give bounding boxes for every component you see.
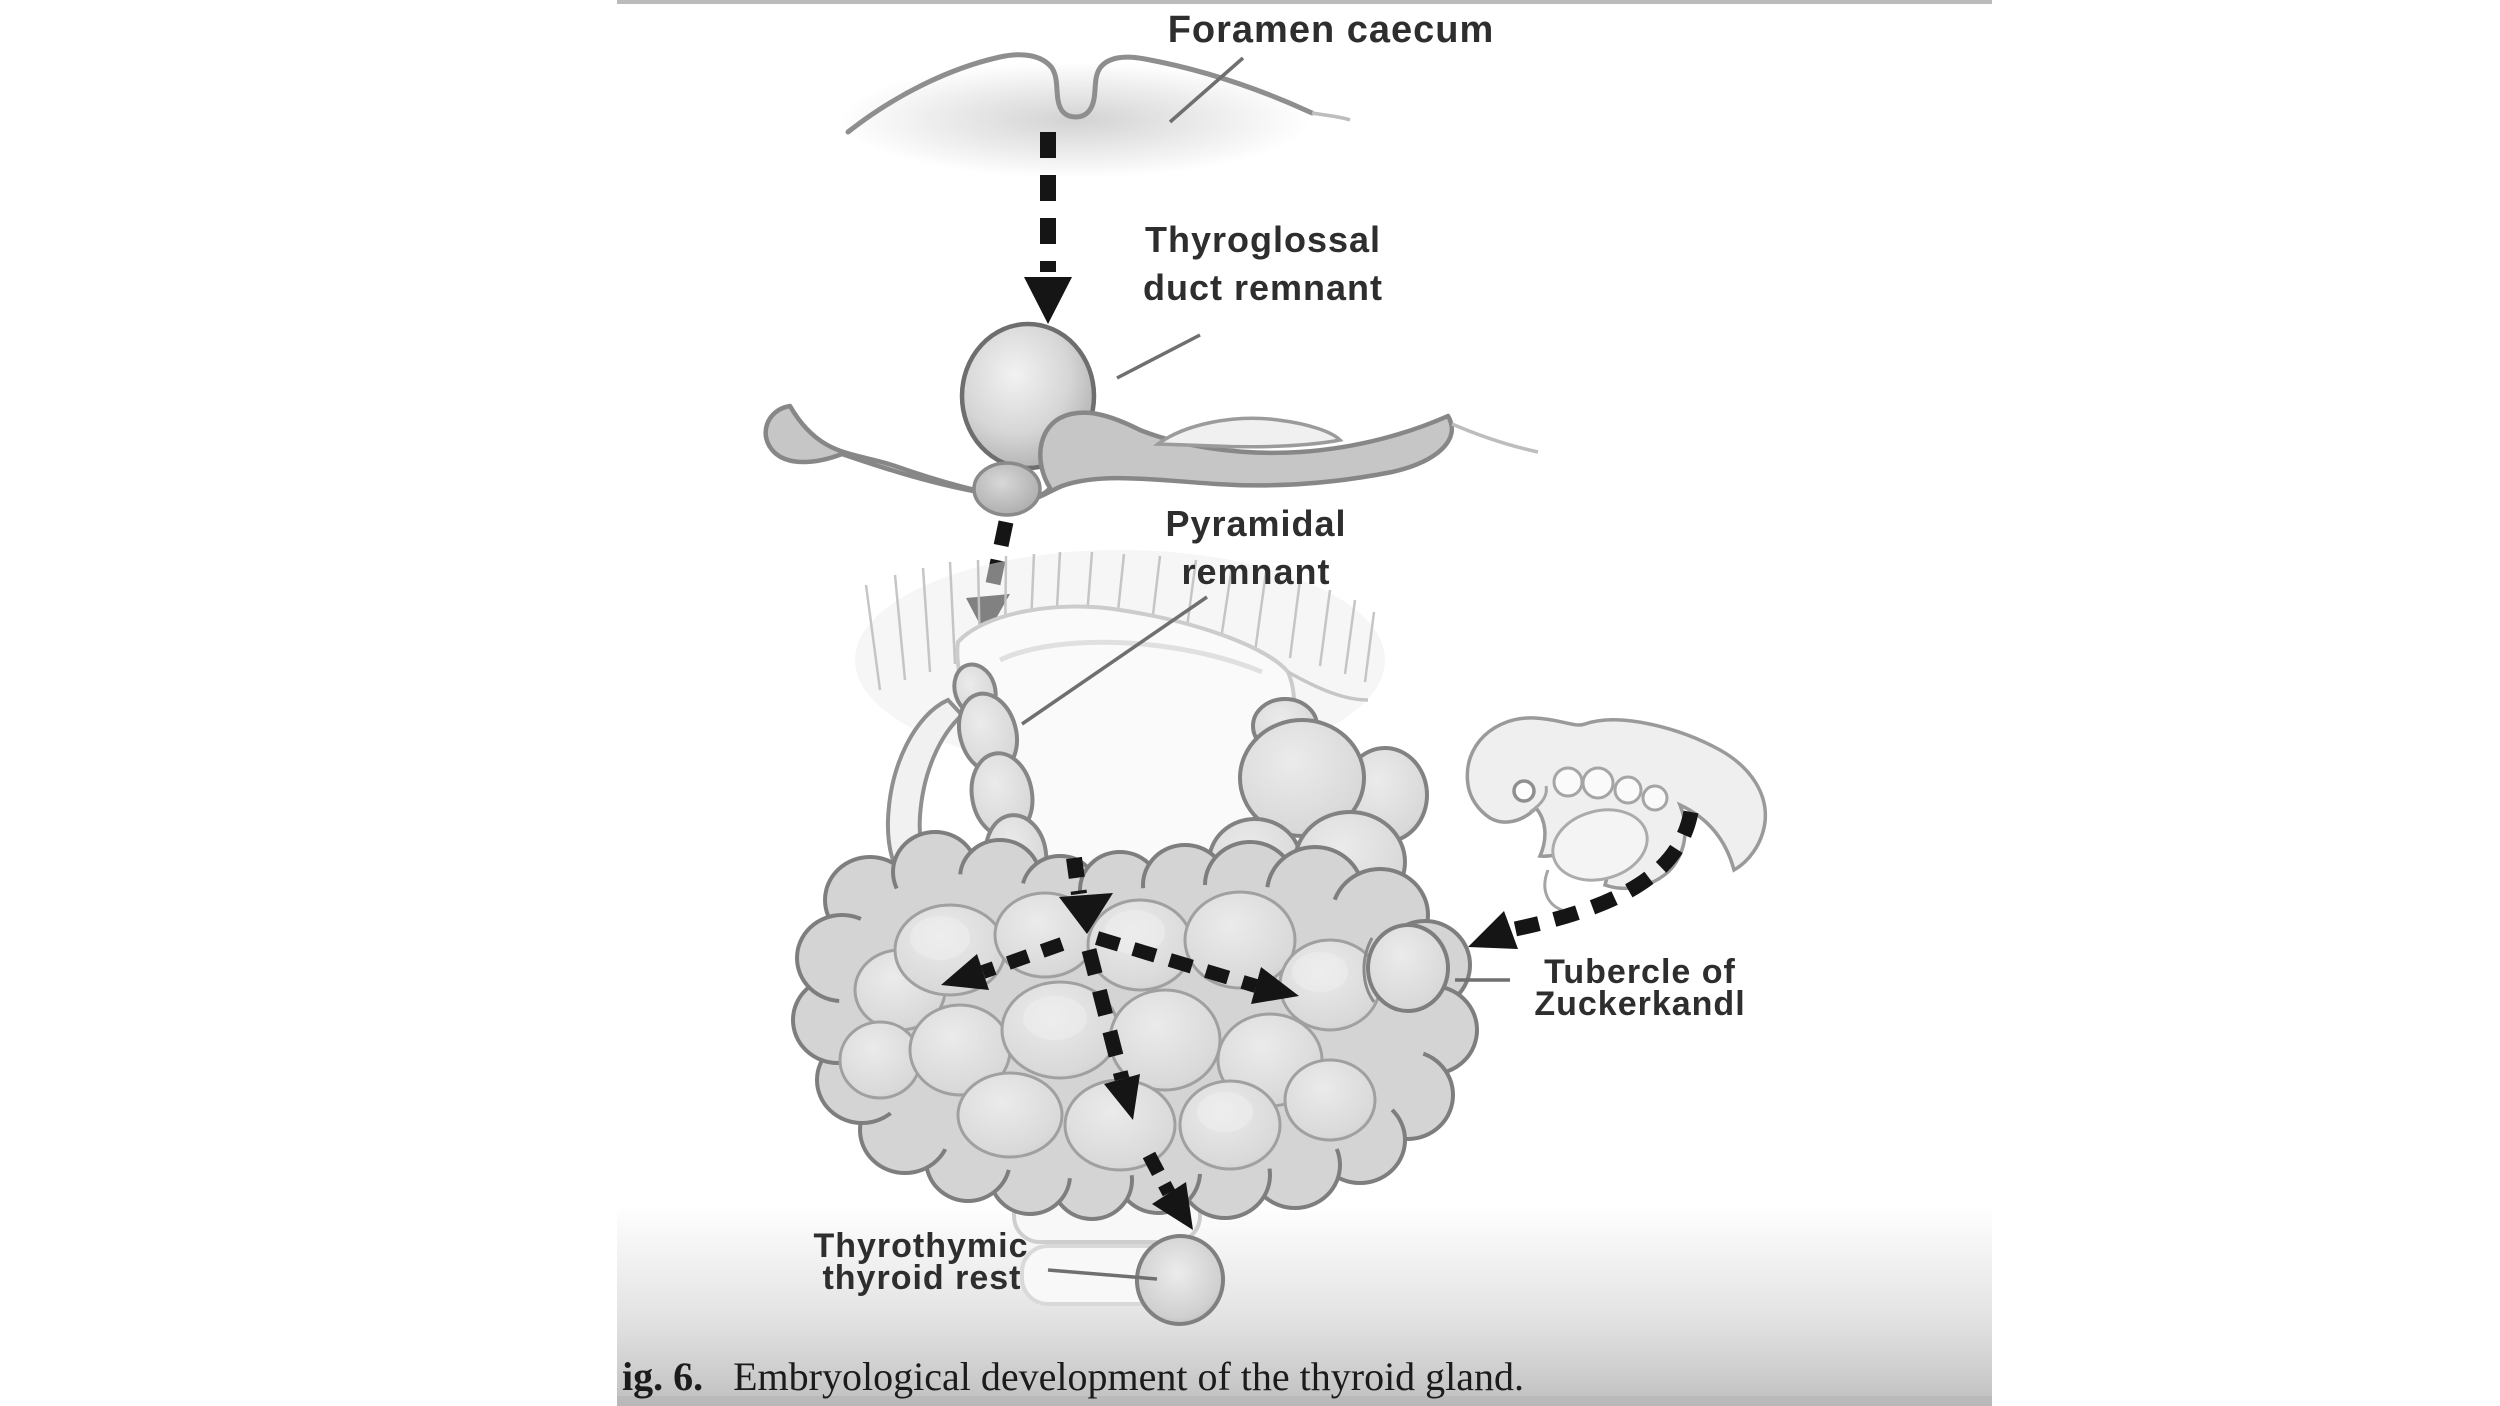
descent-arrow-1-head (1024, 277, 1072, 324)
larynx-side-line (1287, 670, 1369, 702)
thyroglossal-leader-line (1116, 333, 1201, 380)
tongue-shading (840, 62, 1310, 178)
gland-entry-arrow (1059, 856, 1113, 934)
svg-text:Thyrothymic: Thyrothymic (813, 1227, 1028, 1265)
hyoid-echo-line (1451, 422, 1539, 454)
larynx-inner-arc (998, 639, 1263, 675)
descent-down-arrow (1081, 948, 1140, 1120)
descent-arrow-1 (1024, 132, 1072, 324)
pyramidal-leader-line (1021, 595, 1208, 726)
thyrothymic-thyroid-rest-label: Thyrothymic thyroid rest (813, 1227, 1028, 1297)
figure-caption-text: Embryological development of the thyroid… (733, 1354, 1524, 1399)
spread-left-arrow (941, 937, 1065, 990)
thyrothymic-rest-oval (1134, 1234, 1226, 1326)
caption-band (617, 1205, 1992, 1406)
thyroid-body-highlights (910, 910, 1348, 1132)
svg-text:Tubercle of: Tubercle of (1544, 953, 1736, 991)
embryo-face-curl (1529, 785, 1548, 814)
thyrothymic-descent-arrow (1142, 1151, 1193, 1230)
descent-arrow-2-dashes (982, 520, 1014, 600)
tubercle-of-zuckerkandl-label: Tubercle of Zuckerkandl (1534, 953, 1745, 1023)
thyroglossal-duct-remnant-label: Thyroglossal duct remnant (1143, 219, 1383, 308)
caption-band-edge (617, 1396, 1992, 1406)
embryo-illustration (1465, 716, 1768, 912)
spread-right-arrow (1094, 931, 1299, 1004)
tubercle-neck-crease (1362, 937, 1376, 1003)
thyrothymic-leader-line (1047, 1268, 1158, 1281)
figure-caption: ig. 6. Embryological development of the t… (622, 1354, 1524, 1399)
svg-text:duct remnant: duct remnant (1143, 267, 1383, 308)
thyroid-gland-illustration (791, 662, 1479, 1221)
embryo-belly (1551, 808, 1649, 882)
pyramidal-remnant-label: Pyramidal remnant (1165, 503, 1346, 592)
embryo-eye (1512, 779, 1536, 803)
larynx-cartilage-illustration (955, 604, 1369, 895)
svg-text:remnant: remnant (1181, 551, 1330, 592)
svg-text:Zuckerkandl: Zuckerkandl (1534, 985, 1745, 1023)
embryo-pharyngeal-arches (1552, 766, 1669, 812)
foramen-caecum-label: Foramen caecum (1168, 9, 1495, 51)
embryo-body (1465, 716, 1768, 891)
embryo-tail-curl (1543, 869, 1563, 912)
tongue-outline-echo (1311, 111, 1351, 122)
svg-text:thyroid rest: thyroid rest (822, 1259, 1021, 1297)
hyoid-cornu-highlight (1152, 416, 1344, 449)
leader-lines (1021, 56, 1510, 1281)
tongue-outline (845, 52, 1315, 135)
thyroglossal-bead-remnant (972, 461, 1042, 517)
tongue-foramen-caecum-illustration (840, 52, 1351, 178)
foramen-leader-line (1168, 56, 1245, 124)
embryo-migration-arrow (1468, 810, 1699, 949)
figure-caption-number: ig. 6. (622, 1354, 703, 1399)
svg-text:Thyroglossal: Thyroglossal (1145, 219, 1381, 260)
tubercle-of-zuckerkandl-bump (1366, 923, 1450, 1013)
migration-arrows (941, 856, 1299, 1230)
svg-text:Pyramidal: Pyramidal (1165, 503, 1346, 544)
